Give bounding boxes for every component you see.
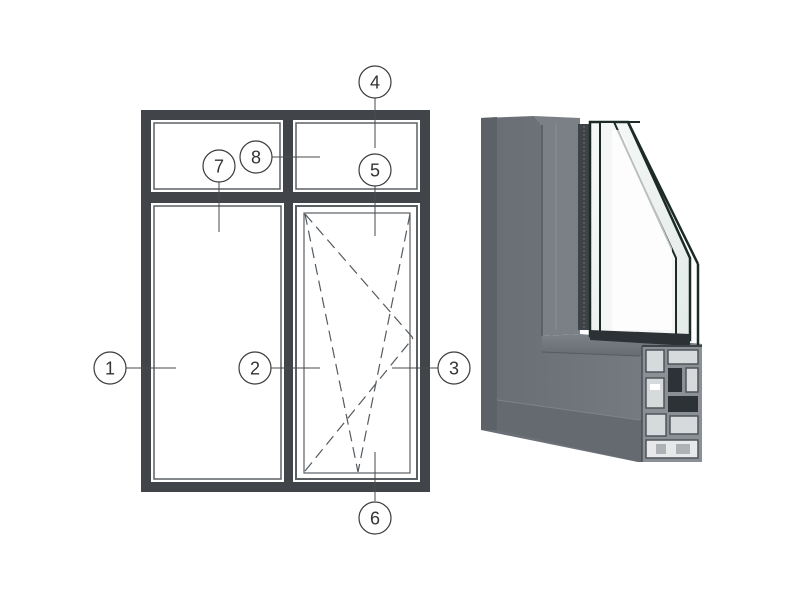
- opening-indication-lines: [304, 213, 414, 473]
- callout-1-label: 1: [105, 359, 115, 379]
- profile-chambers: [641, 345, 702, 462]
- callout-4-label: 4: [370, 73, 380, 93]
- callout-5-label: 5: [370, 161, 380, 181]
- callout-5: 5: [358, 153, 392, 187]
- callout-3-label: 3: [449, 359, 459, 379]
- callout-6-label: 6: [370, 509, 380, 529]
- callout-2: 2: [238, 351, 272, 385]
- callout-3: 3: [437, 351, 471, 385]
- callout-8: 8: [239, 140, 273, 174]
- callout-6: 6: [358, 501, 392, 535]
- transom-right-glass: [293, 120, 420, 192]
- callout-7-label: 7: [214, 157, 224, 177]
- profile-corner-section: [481, 116, 702, 462]
- fixed-pane-glass: [151, 203, 284, 482]
- leader-lines: [126, 98, 438, 501]
- callout-8-label: 8: [251, 148, 261, 168]
- sash-glass: [303, 212, 411, 474]
- callout-7: 7: [202, 149, 236, 183]
- callout-4: 4: [358, 65, 392, 99]
- callout-2-label: 2: [250, 359, 260, 379]
- callout-1: 1: [93, 351, 127, 385]
